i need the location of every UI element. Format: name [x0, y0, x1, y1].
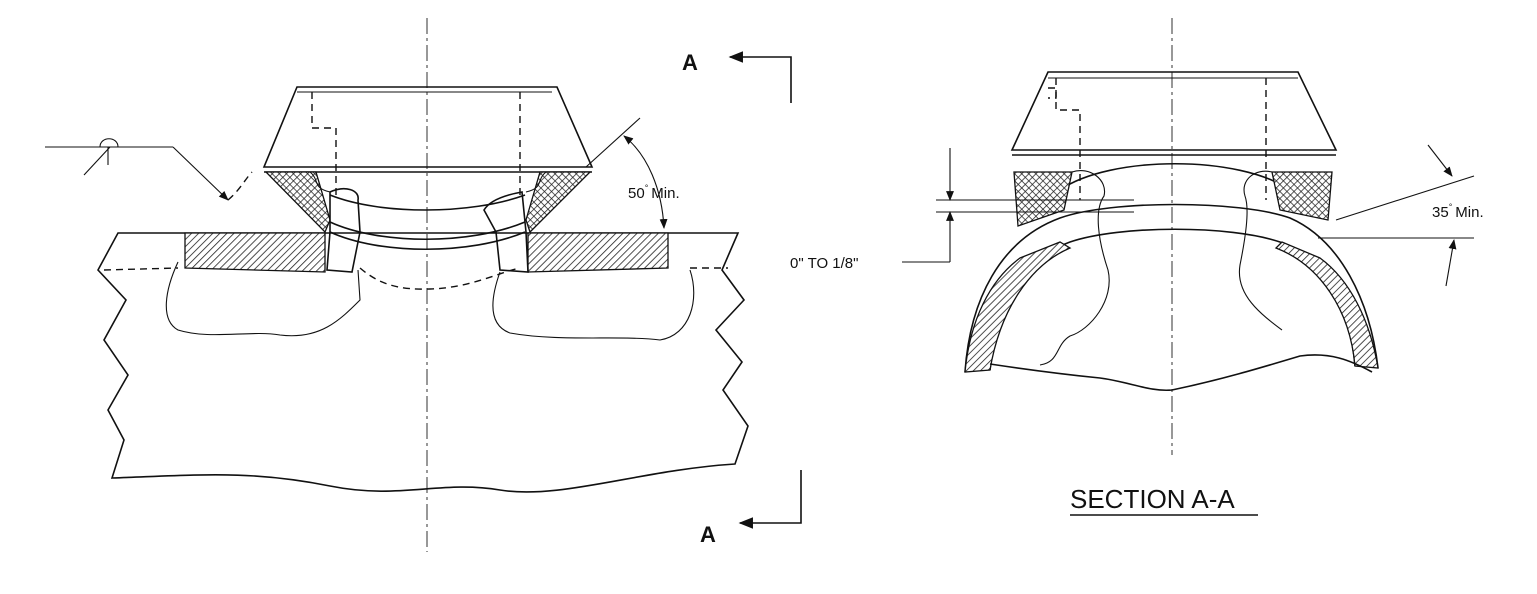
run-pipe-bore	[103, 267, 728, 290]
section-view: 0" TO 1/8" 35°Min. SECTION A-A	[790, 18, 1484, 516]
breakout-left	[165, 261, 361, 337]
angle-label-50: 50°Min.	[628, 183, 680, 202]
weld-leader-dash	[227, 171, 253, 201]
section-pipe-crown	[1059, 162, 1291, 191]
fitting-hidden-bore	[311, 92, 521, 200]
run-wall-hatch-left	[184, 232, 326, 273]
breakout-right	[492, 269, 695, 341]
bevel-extension-line	[585, 117, 641, 168]
section-lower-break	[989, 354, 1373, 392]
gap-dimension: 0" TO 1/8"	[790, 148, 1134, 272]
section-fitting-body	[1010, 71, 1338, 151]
section-arrow-top: A	[682, 50, 792, 103]
weld-fillet-left	[264, 171, 331, 234]
section-tab-icon	[1048, 87, 1057, 99]
view-label-top: A	[682, 50, 698, 75]
view-label-bottom: A	[700, 522, 716, 547]
section-wall-hatch-left	[964, 241, 1072, 373]
fitting-body	[262, 86, 594, 168]
angle-dimension-35: 35°Min.	[1318, 144, 1484, 287]
section-pipe-outer	[964, 203, 1379, 373]
front-view: 50°Min. A A	[45, 18, 802, 552]
section-breakout-right	[1238, 170, 1283, 331]
section-wall-hatch-right	[1274, 241, 1379, 369]
saddle-curve-upper	[329, 194, 526, 211]
angle-arc-50	[623, 135, 668, 229]
saddle-curve-mid	[329, 221, 526, 240]
section-arrow-bottom: A	[700, 470, 802, 547]
section-breakout-left	[1039, 170, 1110, 366]
section-weld-right	[1271, 171, 1333, 221]
run-pipe-outline	[97, 232, 749, 493]
weld-fillet-right	[525, 171, 592, 234]
section-weld-left	[1013, 171, 1073, 227]
saddle-curve-lower	[329, 231, 526, 250]
weld-root-right	[525, 171, 547, 193]
section-hidden-bore	[1055, 78, 1267, 200]
angle-label-35: 35°Min.	[1432, 202, 1484, 221]
run-wall-hatch-right	[527, 232, 669, 273]
fillet-weld-icon	[83, 146, 111, 176]
weld-all-around-icon	[99, 138, 119, 148]
welding-symbol	[45, 138, 229, 201]
branch-bore-left	[326, 188, 361, 273]
gap-label: 0" TO 1/8"	[790, 255, 858, 272]
weld-root-left	[309, 171, 331, 193]
section-title: SECTION A-A	[1070, 484, 1235, 514]
